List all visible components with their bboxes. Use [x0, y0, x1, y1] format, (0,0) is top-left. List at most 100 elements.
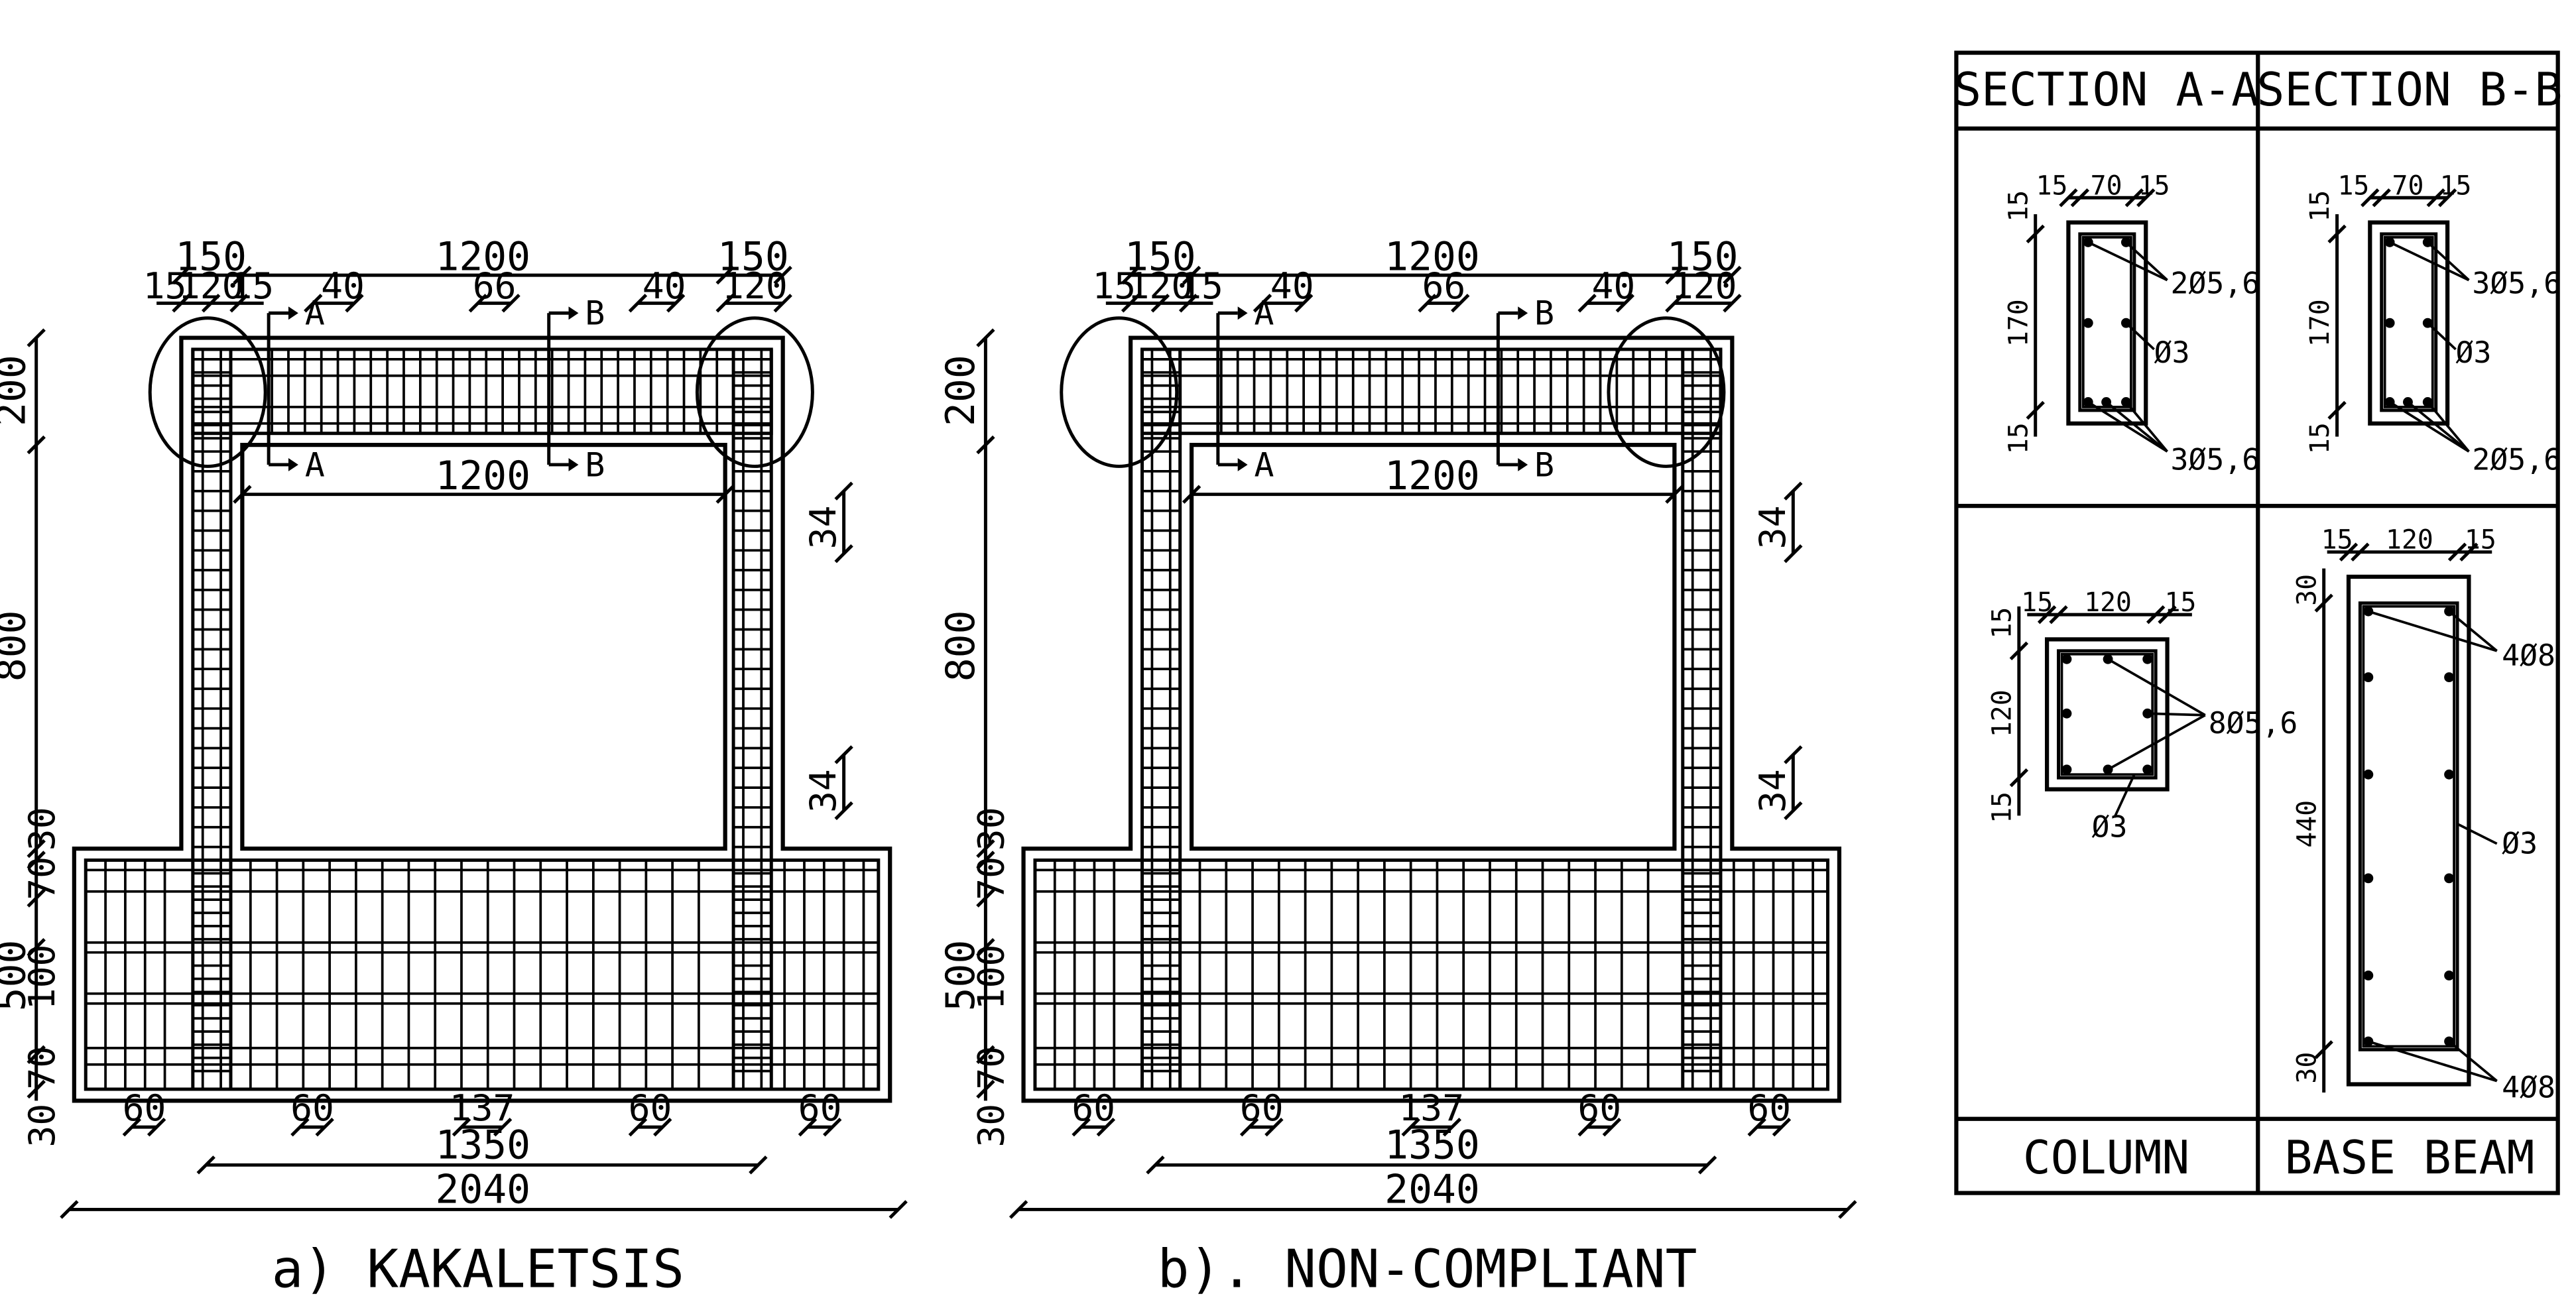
rebar-label: 4Ø8	[2502, 638, 2555, 673]
dimension-label: 34	[1751, 505, 1794, 549]
dimension-label: 15	[2021, 587, 2053, 618]
dimension-tick	[889, 1200, 908, 1219]
dimension-tick	[2037, 605, 2057, 624]
section-mark-label: B	[585, 445, 605, 484]
dimension-label: 15	[2305, 422, 2335, 454]
rebar-dot	[2061, 764, 2072, 775]
rebar-label: Ø3	[2154, 335, 2190, 370]
dimension-tick	[666, 294, 686, 313]
dimension-label: 15	[2003, 190, 2034, 222]
dimension-label: 70	[21, 1046, 63, 1090]
dimension-label: 800	[938, 610, 984, 682]
leader-line	[2087, 241, 2168, 282]
dimension-tick	[2361, 188, 2380, 207]
dimension-tick	[1784, 544, 1803, 563]
dimension-tick	[976, 851, 995, 870]
leader-line	[2113, 774, 2136, 818]
leader-line	[2448, 1040, 2498, 1082]
dimension-tick	[1072, 1117, 1091, 1137]
dimension-label: 15	[2321, 525, 2353, 556]
dimension-tick	[2426, 188, 2445, 207]
dimension-tick	[2124, 188, 2144, 207]
dimension-label: 34	[802, 769, 844, 813]
dimension-label: 120	[2386, 525, 2433, 556]
dimension-label: 100	[21, 945, 63, 1010]
dimension-tick	[749, 1156, 768, 1175]
dimension-label: 60	[1577, 1087, 1621, 1129]
rebar-label: Ø3	[2502, 826, 2538, 861]
dimension-label: 120	[2084, 587, 2132, 618]
dimension-label: 30	[970, 1104, 1012, 1148]
dimension-tick	[1838, 1200, 1857, 1219]
dimension-label: 150	[1667, 235, 1739, 280]
dimension-label: 60	[1072, 1087, 1115, 1129]
dimension-label: 100	[970, 945, 1012, 1010]
dimension-tick	[2009, 641, 2029, 660]
dimension-tick	[1150, 294, 1170, 313]
dimension-tick	[345, 294, 364, 313]
dimension-tick	[976, 888, 995, 908]
dimension-tick	[2026, 400, 2045, 420]
dimension-tick	[468, 294, 488, 313]
dimension-tick	[233, 265, 252, 285]
dimension-tick	[1401, 1117, 1420, 1137]
dimension-tick	[834, 481, 853, 501]
dimension-tick	[27, 1079, 46, 1099]
dimension-label: 170	[2003, 299, 2034, 347]
dimension-tick	[1665, 294, 1684, 313]
rebar-dot	[2363, 971, 2374, 980]
joint-circle-left	[1060, 316, 1179, 468]
dimension-label: 15	[1987, 607, 2017, 639]
dimension-tick	[715, 294, 735, 313]
table-footer-a: COLUMN	[2023, 1131, 2189, 1185]
leader-line	[2407, 401, 2470, 453]
leader-line	[2105, 401, 2168, 453]
dimension-label: 15	[143, 265, 187, 307]
dimension-tick	[653, 1117, 672, 1137]
section-mark-label: A	[1255, 445, 1274, 484]
dimension-tick	[1121, 294, 1140, 313]
rebar-dot	[2142, 764, 2153, 775]
leader-line	[2125, 241, 2168, 281]
section-mark-label: A	[305, 445, 325, 484]
rebar-dot	[2384, 318, 2395, 328]
dimension-tick	[1418, 294, 1437, 313]
dimension-label: 1200	[435, 235, 530, 280]
dimension-tick	[2009, 768, 2029, 788]
frame-opening	[1189, 443, 1677, 851]
rebar-label: 2Ø5,6	[2472, 442, 2561, 477]
leader-line	[2427, 241, 2470, 281]
dimension-label: 40	[643, 265, 686, 307]
frame-caption: b). NON-COMPLIANT	[1158, 1238, 1697, 1299]
rebar-label: 8Ø5,6	[2209, 705, 2298, 741]
dimension-label: 60	[290, 1087, 334, 1129]
column-stirrup	[2060, 652, 2154, 776]
leader-line	[2427, 322, 2457, 351]
section-arrow	[568, 306, 579, 320]
dimension-label: 60	[798, 1087, 842, 1129]
dimension-tick	[2372, 188, 2391, 207]
dimension-label: 30	[21, 807, 63, 851]
dimension-tick	[1772, 1117, 1792, 1137]
dimension-tick	[715, 265, 735, 285]
dimension-tick	[976, 839, 995, 859]
rebar-label: 3Ø5,6	[2171, 442, 2260, 477]
section-arrow	[568, 457, 579, 471]
dimension-label: 15	[2465, 525, 2496, 556]
dimension-tick	[315, 1117, 334, 1137]
dimension-label: 40	[321, 265, 365, 307]
dimension-label: 1200	[435, 453, 530, 499]
leader-line	[2457, 823, 2498, 845]
dimension-label: 1350	[1384, 1122, 1480, 1168]
leader-line	[2389, 241, 2470, 282]
dimension-tick	[1577, 294, 1597, 313]
dimension-label: 30	[21, 1104, 63, 1148]
section-concrete	[2368, 220, 2450, 426]
dimension-tick	[1178, 294, 1198, 313]
dimension-tick	[1665, 265, 1684, 285]
section-mark-label: B	[1534, 445, 1554, 484]
dimension-tick	[1294, 294, 1314, 313]
dimension-tick	[773, 294, 792, 313]
dimension-label: 60	[1240, 1087, 1284, 1129]
dimension-label: 500	[938, 940, 984, 1012]
